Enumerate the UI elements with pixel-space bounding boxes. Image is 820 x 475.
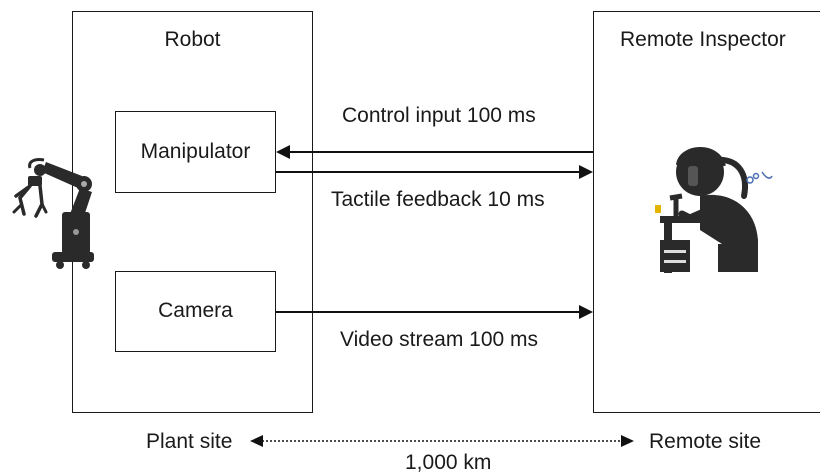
- remote-inspector-title: Remote Inspector: [620, 28, 786, 51]
- camera-label: Camera: [158, 299, 233, 322]
- manipulator-label: Manipulator: [140, 140, 251, 163]
- distance-label: 1,000 km: [405, 451, 492, 474]
- video-stream-label: Video stream 100 ms: [340, 328, 539, 351]
- robot-arm-icon: [12, 158, 94, 269]
- control-input-arrow: [276, 145, 593, 159]
- plant-site-label: Plant site: [146, 430, 233, 453]
- tactile-feedback-label: Tactile feedback 10 ms: [331, 188, 545, 211]
- operator-at-workstation-icon: [655, 147, 773, 273]
- robot-title: Robot: [164, 28, 221, 51]
- remote-site-label: Remote site: [649, 430, 762, 453]
- camera-box: [115, 271, 276, 352]
- manipulator-box: [115, 111, 276, 193]
- control-input-label: Control input 100 ms: [342, 104, 536, 127]
- distance-arrow: [250, 435, 634, 447]
- video-stream-arrow: [276, 305, 593, 319]
- tactile-feedback-arrow: [276, 165, 593, 179]
